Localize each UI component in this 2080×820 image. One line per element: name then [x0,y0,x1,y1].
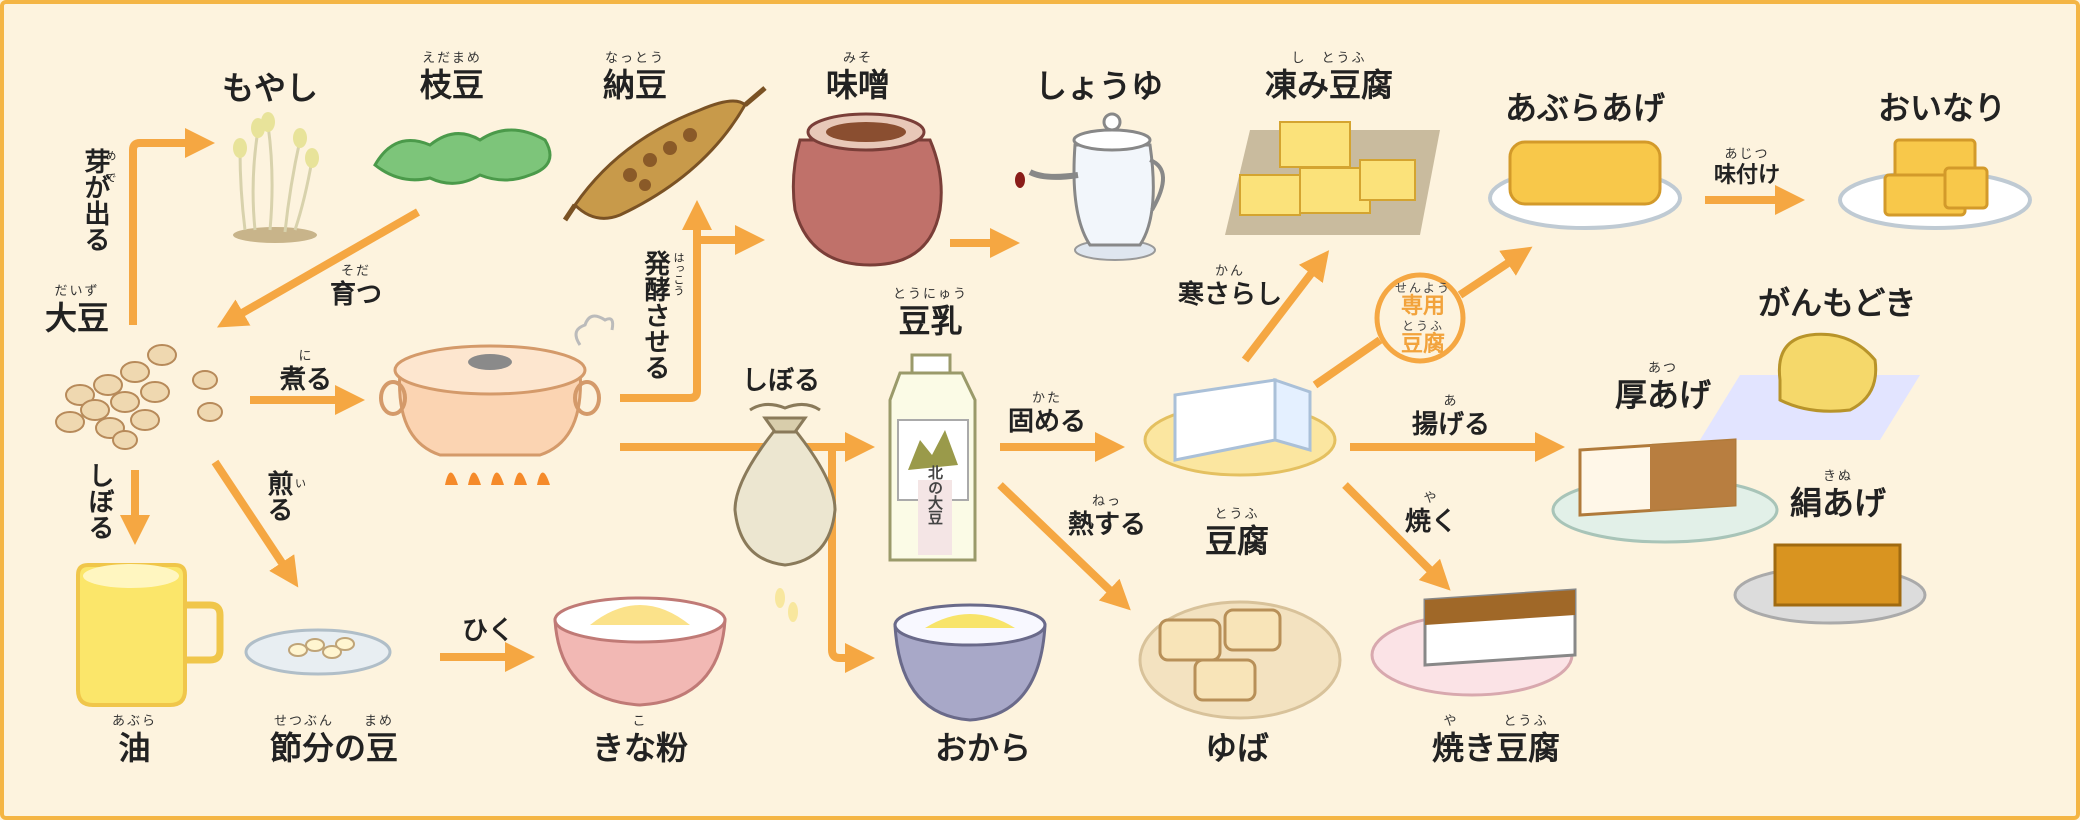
arrow-sprout [129,128,215,325]
process-katameru: かた固める [1008,391,1087,437]
aburaage-illustration [1488,140,1682,230]
process-megaderu-ruby: め で [104,150,117,183]
koridofu-illustration [1225,121,1440,235]
label-okara: おから [935,729,1032,767]
atsuage-illustration [1551,438,1779,544]
process-ageru: あ揚げる [1412,394,1491,440]
label-setsubun: せつぶん まめ節分の豆 [270,714,399,767]
process-kansarashi: かん寒さらし [1178,264,1283,310]
process-shiboru-oil: しぼる [84,462,114,540]
process-shiboru-tonyu: しぼる [742,366,821,396]
arrow-ferment-natto [620,200,712,402]
bottle-label: 北の大豆 [926,465,944,525]
arrow-senyo-out [1457,246,1533,299]
yakidofu-illustration [1370,588,1577,697]
soybeans-illustration [55,344,223,450]
process-hiku: ひく [462,616,515,646]
oinari-illustration [1838,138,2032,230]
label-ganmodoki: がんもどき [1758,284,1917,322]
senyo-circle [1374,272,1466,364]
edamame-illustration [373,128,552,185]
label-abura: あぶら油 [112,714,158,767]
label-atsuage: あつ厚あげ [1615,361,1712,414]
label-moyashi: もやし [222,69,319,107]
label-tofu: とうふ豆腐 [1205,507,1270,560]
arrow-squeeze-okara [828,447,875,673]
yuba-illustration [1138,600,1342,720]
setsubun-illustration [244,628,392,676]
arrow-senyo-in [1312,336,1383,389]
label-tonyu: とうにゅう豆乳 [893,287,969,340]
label-shoyu: しょうゆ [1035,67,1164,105]
label-daizu: だいず大豆 [45,284,110,337]
label-kinako: こきな粉 [592,714,689,767]
process-megaderu: 芽が出る [80,148,110,252]
process-iru: 煎る [263,470,293,522]
label-kinuage: きぬ絹あげ [1790,469,1887,522]
okara-illustration [893,603,1047,722]
kinako-illustration [553,596,727,707]
label-edamame: えだまめ枝豆 [420,51,485,104]
process-hakkou: 発酵させる [640,250,670,380]
label-yuba: ゆば [1205,729,1270,767]
kinuage-illustration [1733,543,1927,625]
process-nessuru: ねっ熱する [1068,494,1147,540]
label-aburaage: あぶらあげ [1505,89,1666,127]
process-hakkou-ruby: はっこう [672,252,685,296]
arrow-kansarashi [1241,250,1330,363]
arrow-grow [216,208,420,328]
miso-illustration [791,112,943,267]
process-yaku: や焼く [1405,491,1458,537]
moyashi-illustration [233,112,319,243]
label-natto: なっとう納豆 [603,51,668,104]
label-oinari: おいなり [1878,89,2007,127]
label-miso: みそ味噌 [826,51,891,104]
arrow-roast [211,459,299,588]
oil-illustration [76,563,224,707]
process-iru-ruby: い [295,477,306,490]
arrow-heat [997,482,1131,611]
tonyu-bottle-illustration [888,353,977,562]
pot-illustration [379,314,615,485]
shoyu-illustration [1015,112,1165,261]
senyo-label: せんよう 専用 とうふ 豆腐 [1395,281,1452,357]
process-sodatsu: そだ育つ [330,264,383,310]
natto-illustration [562,86,767,222]
tofu-illustration [1143,377,1337,477]
process-niru: に煮る [280,349,333,395]
arrow-grill [1342,482,1451,591]
arrows [120,128,1805,673]
process-ajitsuke: あじつ味付け [1714,147,1781,188]
label-koridofu: し とうふ凍み豆腐 [1265,51,1394,104]
squeeze-bag-illustration [733,403,837,622]
label-yakidofu: や とうふ焼き豆腐 [1432,714,1561,767]
ganmodoki-illustration [1700,332,1920,440]
